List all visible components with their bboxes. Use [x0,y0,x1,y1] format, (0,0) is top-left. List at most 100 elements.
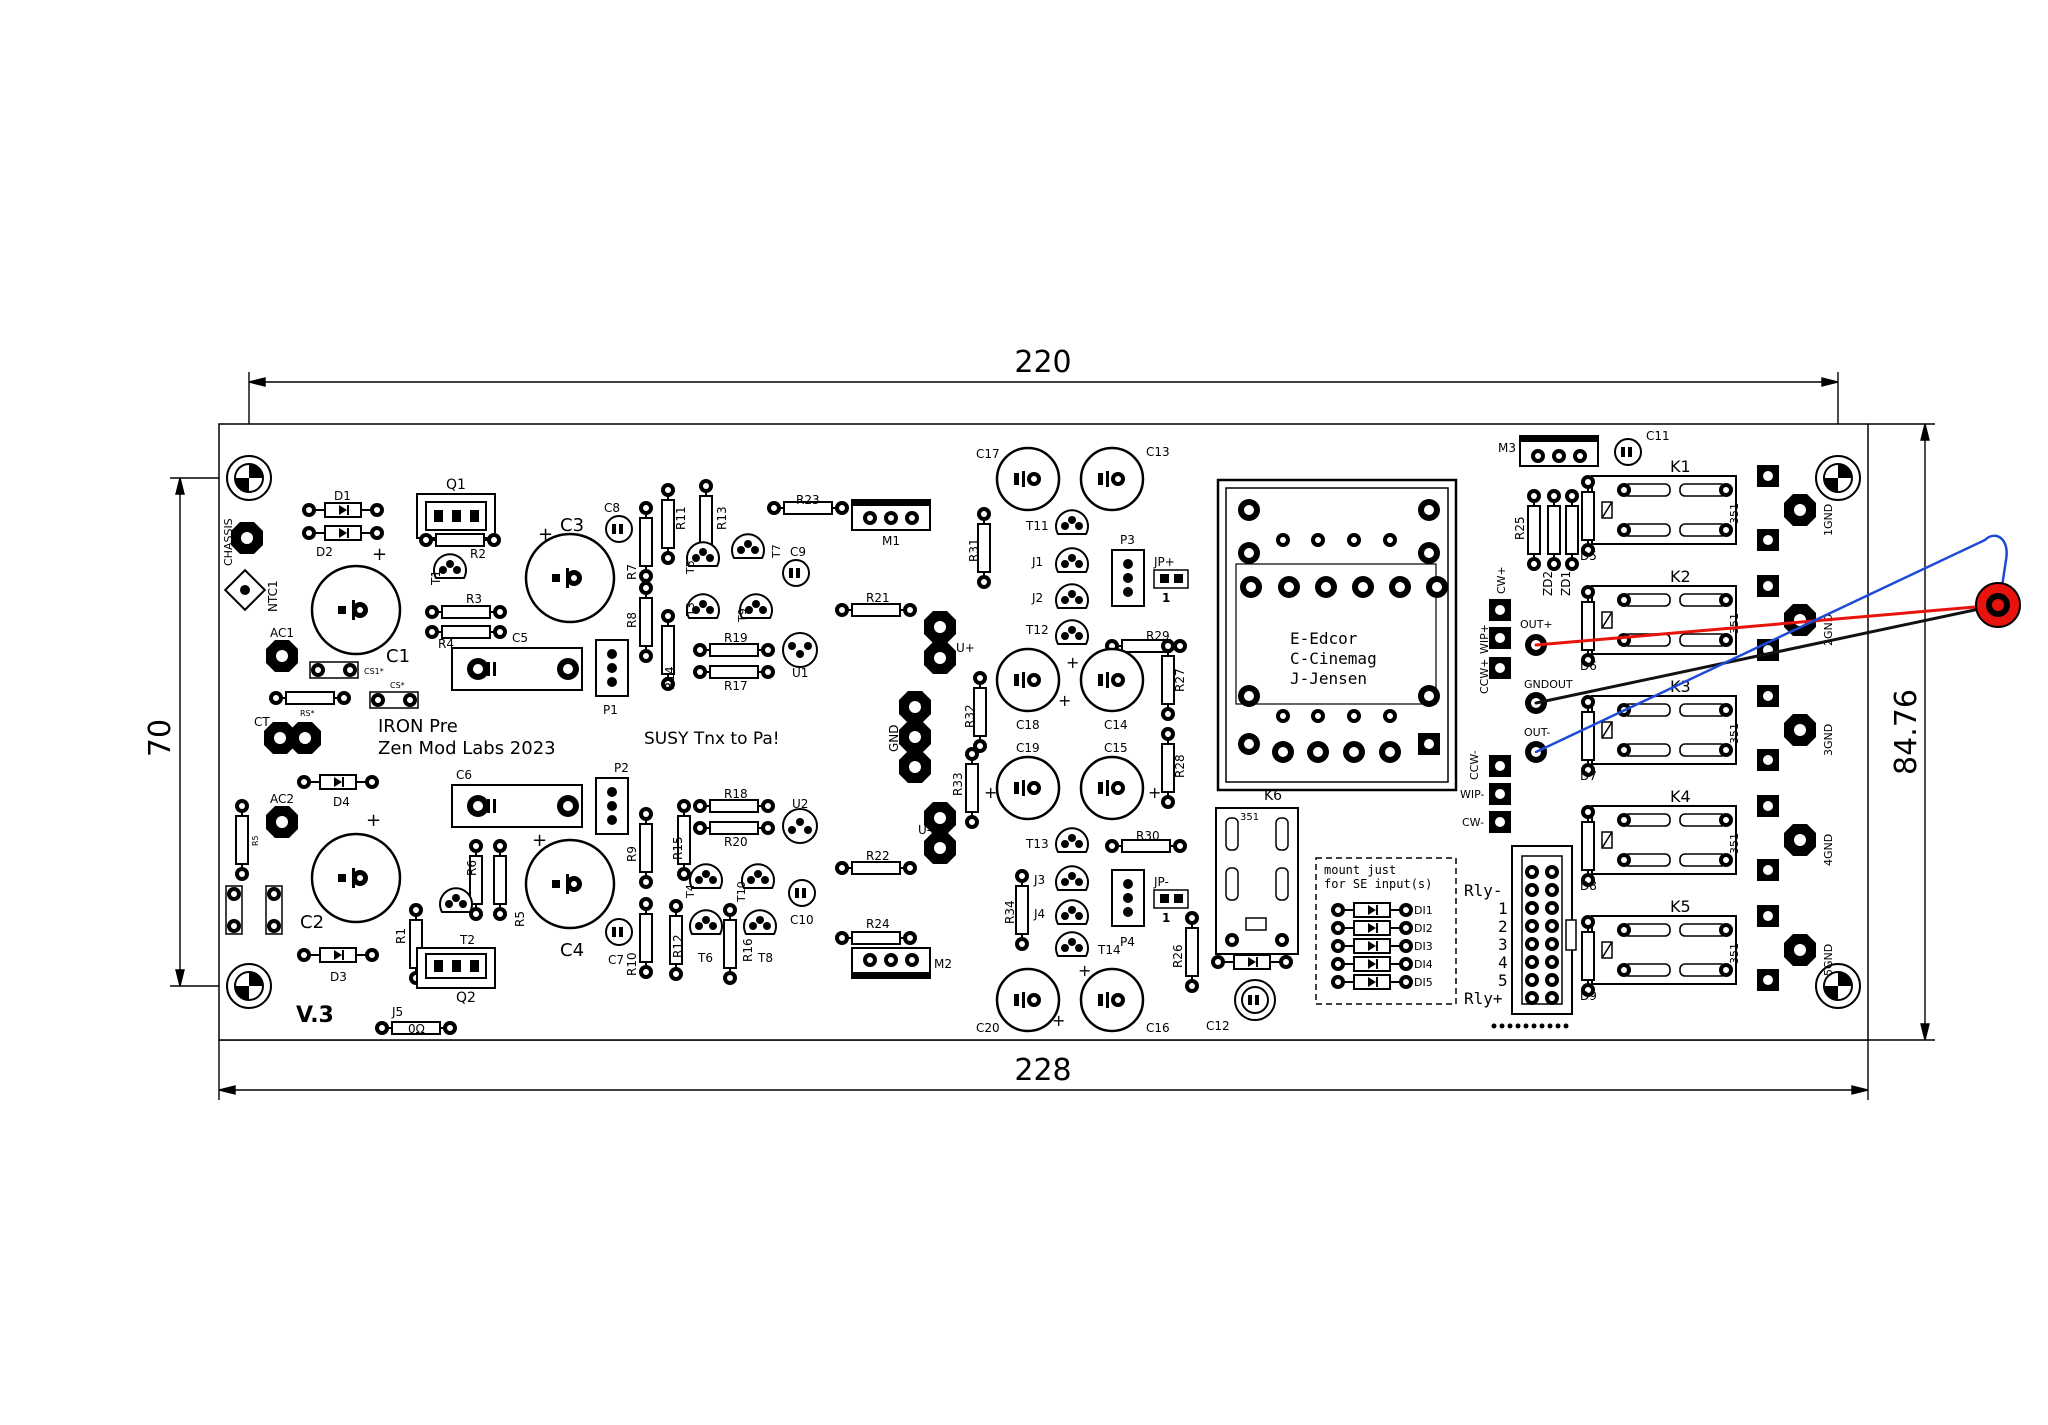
cw-plus-pad [1489,599,1511,621]
label-d5: D5 [1580,549,1597,563]
m3-connector [1519,435,1599,467]
label-di3: DI3 [1414,940,1433,953]
c20-polarity: + [1052,1011,1065,1030]
label-cw-plus: CW+ [1495,566,1508,594]
transformer-legend-edcor: E-Edcor [1290,629,1358,648]
label-ac1: AC1 [270,626,294,640]
label-k4: K4 [1670,787,1691,806]
label-1gnd: 1GND [1822,504,1835,536]
c12-body [1234,979,1276,1021]
c14-capacitor [1079,647,1145,713]
label-r7: R7 [625,564,639,580]
mounting-hole-top-left [226,455,272,501]
p3-trimmer [1111,549,1145,607]
label-c4: C4 [560,940,584,961]
c2-polarity: + [366,810,381,831]
label-t3: T3 [684,602,697,617]
label-c17: C17 [976,447,1000,461]
label-t7: T7 [770,544,783,559]
dimension-bottom-label: 228 [1014,1053,1071,1088]
ccw-minus-pad [1489,755,1511,777]
t12-transistor [1055,619,1089,645]
j1-jumper [1055,547,1089,573]
label-u-plus: U+ [956,641,975,655]
transformer-legend-jensen: J-Jensen [1290,669,1367,688]
c18-polarity: + [1058,691,1071,710]
u1-reference [782,632,818,668]
gnd-pad-1 [899,691,931,723]
label-d3: D3 [330,970,347,984]
label-k1: K1 [1670,457,1691,476]
k3-relay [1592,696,1736,764]
ac2-pad [266,806,298,838]
cw-minus-pad [1489,811,1511,833]
se-note-line1: mount just [1324,863,1396,877]
c10-capacitor [788,879,816,907]
c15-capacitor [1079,755,1145,821]
cs-lower-capacitor [265,885,283,935]
label-c5: C5 [512,631,528,645]
label-jp-plus: JP+ [1153,555,1175,569]
label-d1: D1 [334,489,351,503]
label-r33: R33 [951,772,965,796]
k2-code: 351 [1728,613,1741,634]
label-cs-star: CS* [390,681,405,690]
label-r15: R15 [671,836,685,860]
label-j3: J3 [1033,873,1045,887]
u-minus-pad-1 [924,802,956,834]
chassis-pad [231,522,263,554]
label-version: V.3 [296,1003,334,1028]
label-rly-pin4: 4 [1498,953,1508,972]
label-ntc1: NTC1 [266,580,280,612]
label-c11: C11 [1646,429,1670,443]
label-r12: R12 [671,934,685,958]
label-m2: M2 [934,957,952,971]
q2-regulator [416,947,496,989]
label-p2: P2 [614,761,629,775]
label-c15: C15 [1104,741,1128,755]
label-r5: R5 [251,835,260,846]
label-c10: C10 [790,913,814,927]
j4-jumper [1055,899,1089,925]
label-r18: R18 [724,787,748,801]
label-j1: J1 [1031,555,1043,569]
q1-regulator [416,493,496,539]
label-jp-minus: JP- [1153,875,1169,889]
label-cs1: CS1* [364,667,384,676]
label-rly-plus: Rly+ [1464,989,1503,1008]
label-k6: K6 [1264,788,1282,804]
label-2gnd: 2GND [1822,614,1835,646]
k1-relay [1592,476,1736,544]
label-rs-star: RS* [300,709,315,718]
label-t14: T14 [1097,943,1121,957]
label-ct: CT [254,715,270,729]
label-r13: R13 [715,506,729,530]
label-r2: R2 [470,547,486,561]
k5-relay [1592,916,1736,984]
label-rly-pin2: 2 [1498,917,1508,936]
se-note-line2: for SE input(s) [1324,877,1432,891]
label-c9: C9 [790,545,806,559]
wip-minus-pad [1489,783,1511,805]
label-t2: T2 [459,933,475,947]
label-r34: R34 [1003,900,1017,924]
out-minus-wire [1534,534,2008,754]
label-j4: J4 [1033,907,1045,921]
label-d4: D4 [333,795,350,809]
label-j2: J2 [1031,591,1043,605]
c3-capacitor [524,532,616,624]
label-c18: C18 [1016,718,1040,732]
label-r25: R25 [1513,516,1527,540]
label-ccw-plus: CCW+ [1478,659,1491,694]
label-di2: DI2 [1414,922,1433,935]
label-di4: DI4 [1414,958,1433,971]
label-di5: DI5 [1414,976,1433,989]
label-r10: R10 [625,952,639,976]
ntc1 [223,568,267,612]
c1-polarity: + [372,544,387,565]
jp-minus-pin1: 1 [1162,911,1170,925]
p2-trimmer [595,777,629,835]
label-c8: C8 [604,501,620,515]
se-input-box [1315,857,1457,1005]
out-plus-wire [1534,603,2000,647]
